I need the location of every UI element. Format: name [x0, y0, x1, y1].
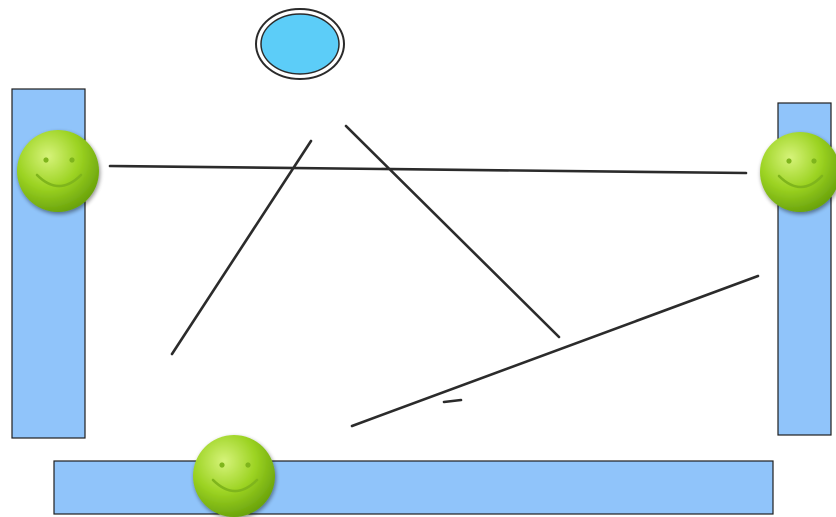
- smiley-face-icon: [17, 130, 99, 212]
- drawn-lines: [108, 124, 760, 428]
- smiley-player-bottom[interactable]: [193, 435, 275, 517]
- smiley-player-left[interactable]: [17, 130, 99, 212]
- smiley-player-right[interactable]: [760, 132, 836, 212]
- drawn-line: [170, 139, 313, 356]
- smiley-face-icon: [193, 435, 275, 517]
- drawn-line: [350, 274, 760, 428]
- smiley-face-icon: [760, 132, 836, 212]
- ball[interactable]: [255, 8, 345, 80]
- drawn-line: [442, 398, 463, 404]
- bottom-paddle[interactable]: [53, 460, 774, 515]
- drawn-line: [344, 124, 561, 339]
- drawn-line: [108, 164, 748, 175]
